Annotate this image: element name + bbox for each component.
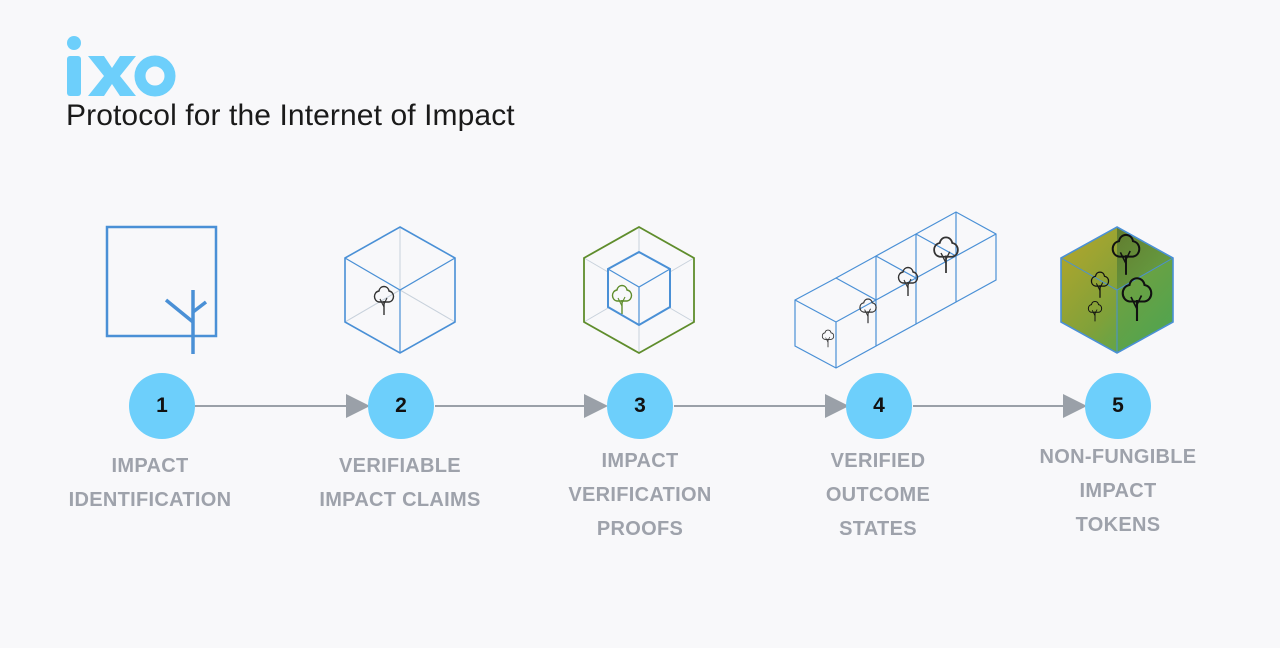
- filled-cube-trees-icon: [1060, 226, 1174, 354]
- step-label-line: IMPACT: [111, 455, 189, 477]
- step-4-label: VERIFIED OUTCOME STATES: [768, 444, 988, 546]
- step-label-line: IMPACT: [601, 450, 679, 472]
- step-4-circle: 4: [846, 373, 912, 439]
- step-label-line: VERIFIABLE: [339, 455, 461, 477]
- step-label-line: NON-FUNGIBLE: [1039, 446, 1197, 468]
- step-label-line: IMPACT: [1079, 480, 1157, 502]
- square-tree-icon: [105, 225, 218, 354]
- cube-row-trees-icon: [794, 211, 997, 369]
- step-label-line: VERIFIED: [830, 450, 926, 472]
- step-label-line: IMPACT CLAIMS: [319, 489, 481, 511]
- tagline: Protocol for the Internet of Impact: [66, 99, 515, 132]
- step-label-line: OUTCOME: [825, 484, 931, 506]
- step-label-line: IDENTIFICATION: [68, 489, 232, 511]
- step-1-circle: 1: [129, 373, 195, 439]
- step-2-circle: 2: [368, 373, 434, 439]
- step-5-label: NON-FUNGIBLE IMPACT TOKENS: [1008, 440, 1228, 542]
- step-5-circle: 5: [1085, 373, 1151, 439]
- nested-cube-tree-icon: [583, 225, 695, 355]
- ixo-logo: ixo: [67, 36, 176, 97]
- step-3-label: IMPACT VERIFICATION PROOFS: [530, 444, 750, 546]
- cube-tree-icon: [344, 226, 456, 354]
- step-1-label: IMPACT IDENTIFICATION: [40, 449, 260, 517]
- step-label-line: PROOFS: [596, 518, 684, 540]
- step-label-line: VERIFICATION: [568, 484, 712, 506]
- step-3-circle: 3: [607, 373, 673, 439]
- step-label-line: STATES: [839, 518, 917, 540]
- step-2-label: VERIFIABLE IMPACT CLAIMS: [290, 449, 510, 517]
- step-label-line: TOKENS: [1075, 514, 1161, 536]
